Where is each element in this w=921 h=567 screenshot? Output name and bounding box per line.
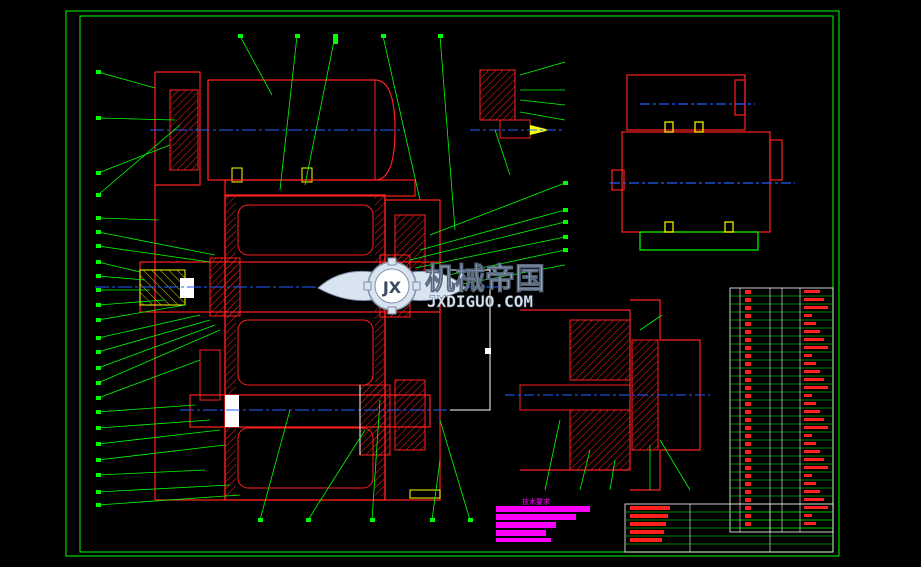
parts-list-text-mark (804, 290, 820, 293)
logo-letters: JX (382, 278, 402, 297)
leader-lines (97, 35, 566, 521)
watermark-brand: 机械帝国 (425, 262, 545, 297)
inner-frame (79, 15, 834, 553)
parts-list-text-mark (804, 450, 820, 453)
parts-list-text-mark (804, 314, 812, 317)
side-view (610, 74, 795, 251)
parts-list-text-mark (804, 498, 824, 501)
parts-list-text-mark (745, 306, 751, 310)
parts-list-text-mark (745, 482, 751, 486)
parts-list-text-mark (804, 298, 824, 301)
parts-list-text-mark (804, 522, 816, 525)
top-detail-view (470, 61, 566, 176)
parts-list-text-mark (745, 450, 751, 454)
parts-list-text-mark (804, 338, 824, 341)
parts-list-text-mark (804, 394, 812, 397)
parts-list-text-mark (804, 362, 816, 365)
title-block-text-mark (630, 522, 666, 526)
parts-list-text-mark (745, 514, 751, 518)
parts-list-text-mark (745, 418, 751, 422)
parts-list-text-mark (804, 346, 828, 349)
parts-list-text-mark (804, 482, 816, 485)
parts-list-text-mark (804, 434, 812, 437)
parts-list-text-mark (745, 498, 751, 502)
notes-label: 技术要求 (522, 497, 550, 506)
parts-list-text-mark (804, 370, 820, 373)
parts-list-text-mark (745, 338, 751, 342)
parts-list-text-mark (804, 386, 828, 389)
parts-list-text-mark (745, 370, 751, 374)
parts-list-text-mark (745, 330, 751, 334)
parts-list-text-mark (745, 290, 751, 294)
title-block-text-mark (630, 514, 668, 518)
parts-list-text-mark (745, 490, 751, 494)
parts-list-text-mark (745, 402, 751, 406)
parts-list-text-mark (804, 410, 820, 413)
lower-detail-view (505, 299, 710, 491)
parts-list-text-mark (745, 394, 751, 398)
outer-frame (65, 10, 840, 557)
watermark-url: JXDIGUO.COM (427, 292, 533, 311)
parts-list (729, 287, 834, 533)
parts-list-text-mark (745, 322, 751, 326)
parts-list-text-mark (804, 458, 824, 461)
watermark: JX 机械帝国 JXDIGUO.COM (317, 257, 545, 315)
title-block-text-mark (630, 538, 662, 542)
parts-list-text-mark (804, 490, 820, 493)
parts-list-text-mark (804, 378, 824, 381)
parts-list-text-mark (745, 362, 751, 366)
parts-list-text-mark (745, 314, 751, 318)
parts-list-text-mark (804, 354, 812, 357)
parts-list-text-mark (804, 474, 812, 477)
parts-list-text-mark (804, 466, 828, 469)
parts-list-text-mark (745, 458, 751, 462)
parts-list-text-mark (745, 474, 751, 478)
parts-list-text-mark (745, 354, 751, 358)
parts-list-text-mark (745, 410, 751, 414)
leader-tags (96, 34, 568, 522)
parts-list-text-mark (804, 402, 816, 405)
parts-list-text-mark (804, 418, 824, 421)
parts-list-text-mark (804, 306, 828, 309)
parts-list-text-mark (745, 298, 751, 302)
parts-list-text-mark (745, 346, 751, 350)
parts-list-text-mark (804, 322, 816, 325)
gear-logo-icon: JX (363, 257, 421, 315)
parts-list-text-mark (745, 522, 751, 526)
parts-list-text-mark (745, 434, 751, 438)
parts-list-text-mark (804, 442, 816, 445)
parts-list-text-mark (745, 386, 751, 390)
parts-list-text-mark (804, 514, 812, 517)
parts-list-text-mark (745, 378, 751, 382)
parts-list-text-mark (745, 506, 751, 510)
title-block (624, 503, 834, 553)
title-block-text-mark (630, 506, 670, 510)
parts-list-text-mark (804, 426, 828, 429)
parts-list-text-mark (804, 330, 820, 333)
parts-list-text-mark (804, 506, 828, 509)
parts-list-text-mark (745, 426, 751, 430)
parts-list-text-mark (745, 442, 751, 446)
parts-list-text-mark (745, 466, 751, 470)
technical-notes: 技术要求 (496, 497, 590, 542)
title-block-text-mark (630, 530, 664, 534)
